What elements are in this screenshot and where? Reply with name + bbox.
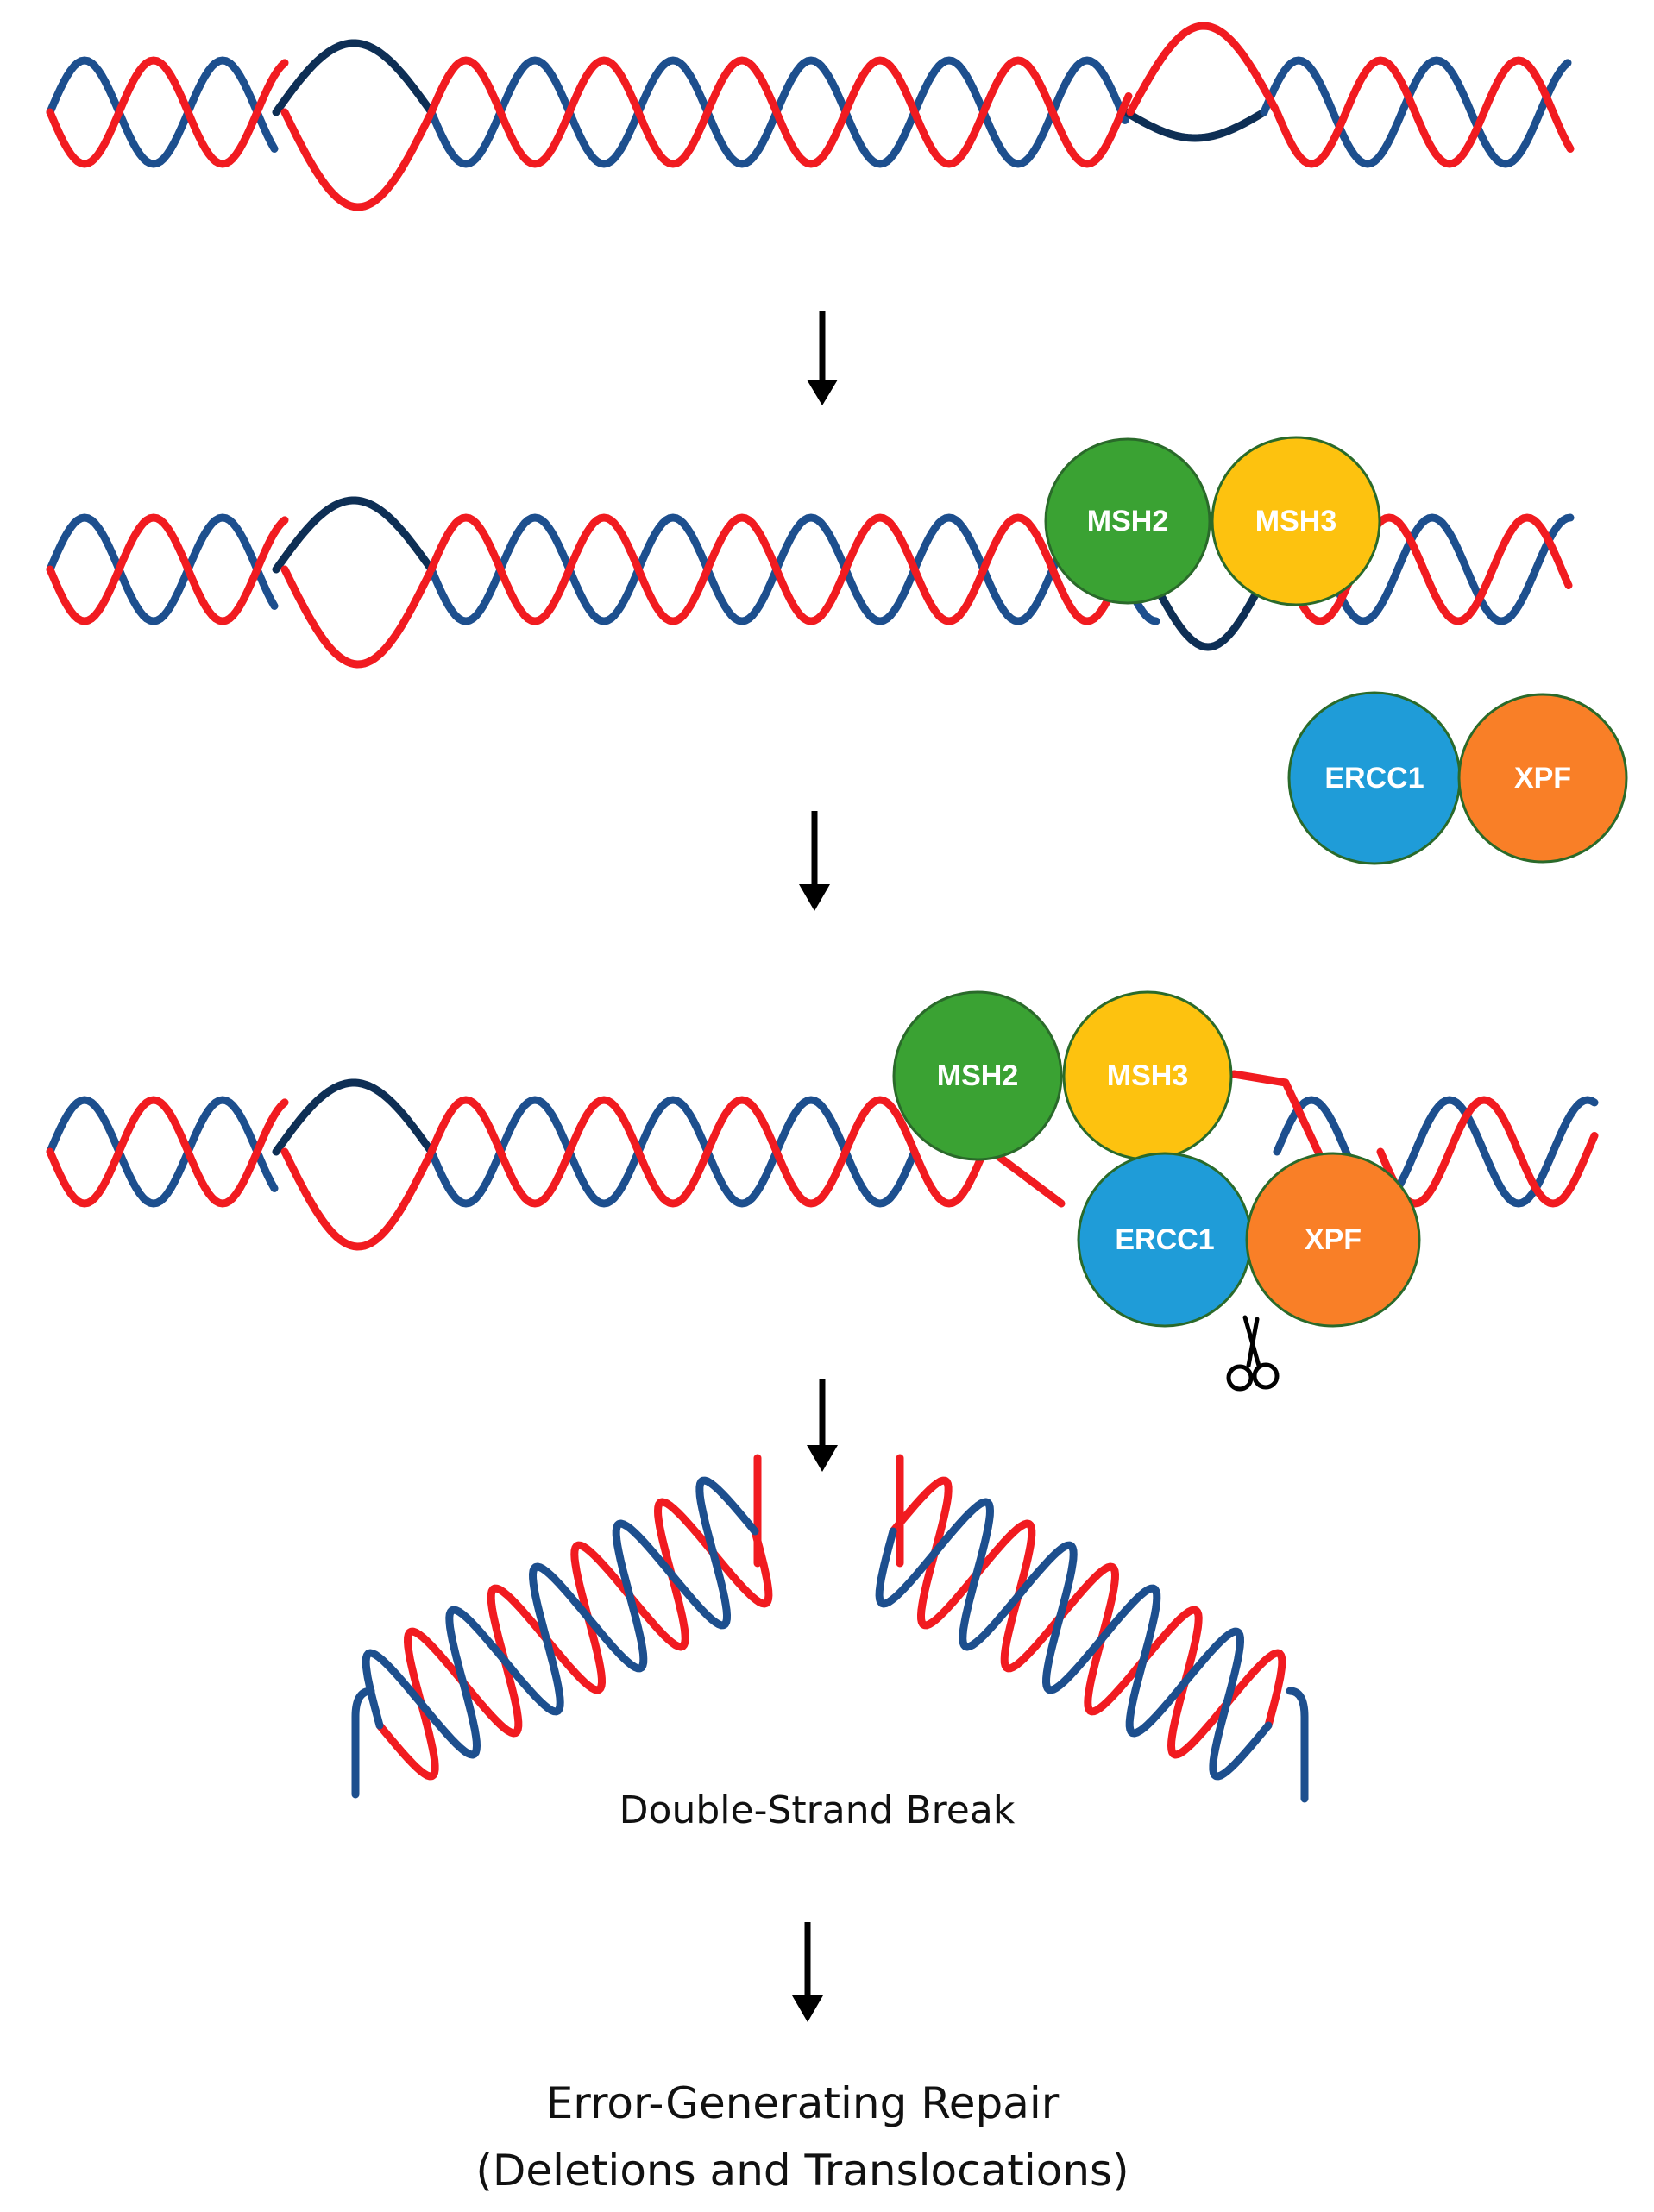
strand-segment bbox=[46, 513, 289, 625]
double-strand-break-label: Double-Strand Break bbox=[619, 1788, 1016, 1832]
outcome-title: Error-Generating Repair bbox=[546, 2078, 1060, 2128]
strand-segment bbox=[1273, 56, 1575, 168]
broken-dna-left bbox=[351, 1454, 773, 1799]
ercc1-protein: ERCC1 bbox=[1287, 691, 1462, 865]
msh2-protein: MSH2 bbox=[892, 990, 1063, 1161]
strand-segment bbox=[46, 1096, 279, 1208]
xpf-label: XPF bbox=[1514, 762, 1571, 795]
strand-segment bbox=[427, 513, 1143, 625]
strand-segment bbox=[272, 39, 436, 116]
msh3-protein: MSH3 bbox=[1211, 436, 1381, 606]
arrow-head bbox=[799, 884, 830, 911]
strand-segment bbox=[1376, 1096, 1599, 1208]
dna-strand-red bbox=[46, 22, 1575, 211]
strand-segment bbox=[427, 56, 1133, 168]
strand-segment bbox=[46, 1096, 289, 1208]
dna-strand-red bbox=[375, 1454, 773, 1781]
ercc1-xpf-complex-free: ERCC1 XPF bbox=[1287, 691, 1628, 865]
strand-segment bbox=[1273, 1096, 1599, 1208]
xpf-label: XPF bbox=[1305, 1223, 1362, 1256]
arrow-3 bbox=[807, 1379, 838, 1472]
strand-segment bbox=[46, 513, 279, 625]
msh2-label: MSH2 bbox=[1087, 505, 1168, 537]
msh3-label: MSH3 bbox=[1255, 505, 1336, 537]
strand-segment bbox=[272, 496, 436, 574]
msh2-protein: MSH2 bbox=[1044, 437, 1211, 605]
strand-segment bbox=[46, 56, 279, 168]
dna-strand-blue bbox=[46, 1078, 1599, 1208]
ercc1-label: ERCC1 bbox=[1324, 762, 1424, 795]
strand-segment bbox=[46, 56, 289, 168]
arrow-head bbox=[807, 1445, 838, 1472]
strand-segment bbox=[988, 1147, 1066, 1208]
arrow-head bbox=[792, 1995, 823, 2022]
arrow-2 bbox=[799, 811, 830, 911]
ercc1-xpf-complex-bound: ERCC1 XPF bbox=[1077, 1152, 1421, 1328]
arrow-head bbox=[807, 380, 838, 405]
msh2-msh3-complex-stage-2: MSH2 MSH3 bbox=[1044, 436, 1381, 606]
msh3-protein: MSH3 bbox=[1062, 990, 1233, 1161]
strand-segment bbox=[889, 1476, 1286, 1759]
strand-segment bbox=[362, 1476, 759, 1759]
broken-dna-right bbox=[875, 1454, 1309, 1803]
strand-segment bbox=[875, 1498, 1273, 1781]
strand-segment bbox=[351, 1687, 375, 1799]
dna-stage-3 bbox=[46, 1070, 1599, 1251]
scissors-icon bbox=[1226, 1315, 1280, 1392]
xpf-protein: XPF bbox=[1457, 693, 1628, 864]
strand-segment bbox=[1126, 22, 1280, 116]
dna-strand-blue bbox=[875, 1498, 1309, 1803]
dna-strand-red bbox=[46, 1070, 1599, 1251]
strand-segment bbox=[272, 1078, 436, 1156]
msh2-msh3-complex-stage-3: MSH2 MSH3 bbox=[892, 990, 1233, 1161]
arrow-1 bbox=[807, 311, 838, 405]
msh2-label: MSH2 bbox=[937, 1059, 1018, 1092]
strand-segment bbox=[280, 565, 434, 669]
xpf-circle bbox=[1245, 1152, 1421, 1328]
msh2-circle bbox=[892, 990, 1063, 1161]
strand-segment bbox=[1260, 56, 1572, 168]
strand-segment bbox=[1152, 582, 1264, 651]
strand-segment bbox=[280, 1147, 434, 1251]
dna-strand-blue bbox=[351, 1476, 759, 1799]
arrow-4 bbox=[792, 1922, 823, 2022]
strand-segment bbox=[1286, 1687, 1309, 1803]
strand-segment bbox=[280, 108, 434, 211]
strand-segment bbox=[427, 1096, 995, 1208]
dna-stage-1 bbox=[46, 22, 1575, 211]
strand-segment bbox=[1122, 108, 1268, 142]
outcome-subtitle: (Deletions and Translocations) bbox=[475, 2146, 1129, 2196]
strand-segment bbox=[427, 1096, 919, 1208]
strand-segment bbox=[1281, 513, 1573, 625]
strand-segment bbox=[427, 513, 1160, 625]
xpf-circle bbox=[1457, 693, 1628, 864]
msh3-circle bbox=[1211, 436, 1381, 606]
msh2-circle bbox=[1044, 437, 1211, 605]
msh3-label: MSH3 bbox=[1107, 1059, 1188, 1092]
xpf-protein: XPF bbox=[1245, 1152, 1421, 1328]
ercc1-label: ERCC1 bbox=[1115, 1223, 1214, 1256]
strand-segment bbox=[375, 1498, 773, 1781]
dna-strand-blue bbox=[46, 39, 1572, 168]
dna-strand-red bbox=[46, 513, 1573, 669]
dna-strand-red bbox=[889, 1454, 1286, 1759]
ercc1-protein: ERCC1 bbox=[1077, 1152, 1253, 1328]
